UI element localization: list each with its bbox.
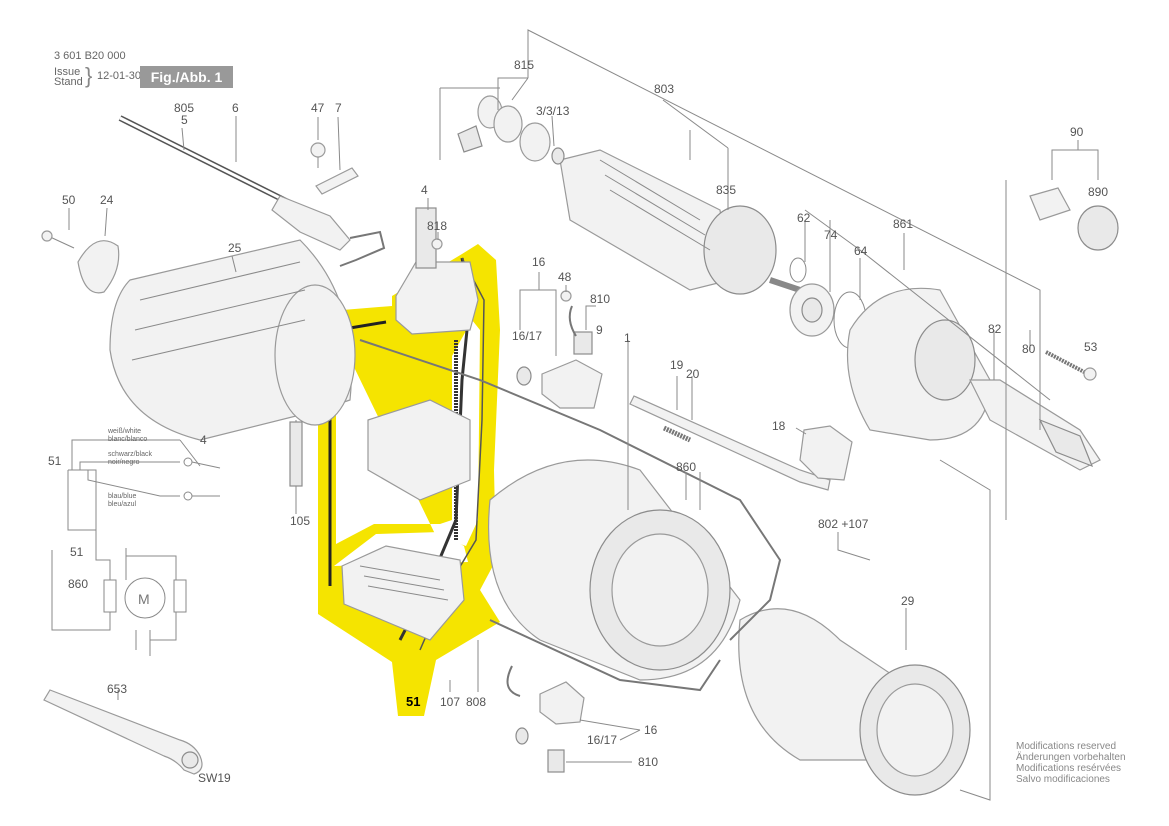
retaining-ring-62 [789, 257, 807, 283]
label-82: 82 [988, 322, 1002, 336]
label-47: 47 [311, 101, 325, 115]
label-25: 25 [228, 241, 242, 255]
wire-black-sub-label: noir/negro [108, 459, 140, 466]
screw-53 [1045, 350, 1097, 381]
brush-holder-16 [516, 359, 603, 409]
label-29: 29 [901, 594, 915, 608]
label-3-3-13: 3/3/13 [536, 104, 570, 118]
label-810-lower: 810 [638, 755, 658, 769]
label-653: 653 [107, 682, 127, 696]
main-housing-1 [487, 459, 741, 681]
label-802-107: 802 +107 [818, 517, 869, 531]
motor-housing-25 [109, 239, 356, 441]
label-4: 4 [421, 183, 428, 197]
modifications-note: Modifications reserved Änderungen vorbeh… [1016, 741, 1126, 785]
label-6: 6 [232, 101, 239, 115]
label-805: 805 [174, 101, 194, 115]
brush-holder-16-lower [506, 665, 585, 773]
label-19: 19 [670, 358, 684, 372]
issue-date: 12-01-30 [97, 70, 142, 82]
label-16-17: 16/17 [512, 329, 542, 343]
figure-badge: Fig./Abb. 1 [140, 66, 233, 88]
label-80: 80 [1022, 342, 1036, 356]
housing-frame [367, 399, 471, 501]
wire-blue-sub-label: bleu/azul [108, 501, 136, 508]
label-16-lower: 16 [644, 723, 658, 737]
label-105: 105 [290, 514, 310, 528]
label-53: 53 [1084, 340, 1098, 354]
label-16-17-lower: 16/17 [587, 733, 617, 747]
label-1: 1 [624, 331, 631, 345]
switch-4 [395, 207, 479, 335]
gear-housing-29 [738, 608, 971, 796]
label-20: 20 [686, 367, 700, 381]
label-64: 64 [854, 244, 868, 258]
label-9: 9 [596, 323, 603, 337]
label-16: 16 [532, 255, 546, 269]
screw-47 [310, 142, 326, 168]
schematic-label-4: 4 [200, 433, 207, 447]
label-860: 860 [676, 460, 696, 474]
wire-blue-label: blau/blue [108, 493, 137, 500]
lever-19 [629, 395, 831, 491]
label-861: 861 [893, 217, 913, 231]
wire-run-2 [489, 619, 721, 692]
label-107: 107 [440, 695, 460, 709]
schematic-label-860: 860 [68, 577, 88, 591]
label-810: 810 [590, 292, 610, 306]
label-24: 24 [100, 193, 114, 207]
label-48: 48 [558, 270, 572, 284]
label-18: 18 [772, 419, 786, 433]
wire-black-label: schwarz/black [108, 451, 152, 458]
carbon-brush-9 [568, 305, 593, 355]
screw-50 [41, 230, 75, 249]
spindle-82 [969, 379, 1101, 471]
spring-20 [662, 425, 692, 443]
label-808: 808 [466, 695, 486, 709]
bearing-815 [477, 95, 565, 165]
label-818: 818 [427, 219, 447, 233]
screw-48 [560, 290, 572, 302]
electronic-module-51 [341, 545, 465, 641]
label-74: 74 [824, 228, 838, 242]
schematic-label-51-bottom: 51 [70, 545, 84, 559]
label-7: 7 [335, 101, 342, 115]
wrench-653 [43, 689, 203, 775]
label-890: 890 [1088, 185, 1108, 199]
wire-run [359, 339, 782, 641]
modifications-de: Änderungen vorbehalten [1016, 752, 1126, 763]
brace: } [85, 63, 93, 88]
cable-clamp-7 [315, 167, 359, 195]
modifications-en: Modifications reserved [1016, 741, 1117, 752]
label-62: 62 [797, 211, 811, 225]
collet-890 [1029, 187, 1119, 251]
label-90: 90 [1070, 125, 1084, 139]
modifications-fr: Modifications resérvées [1016, 763, 1122, 774]
wire-white-sub-label: blanc/blanco [108, 436, 147, 443]
switch-slide-18 [799, 425, 853, 481]
cable-guard-24 [77, 240, 120, 294]
wire-white-label: weiß/white [107, 428, 141, 435]
bearing-flange-861 [846, 287, 991, 441]
label-815: 815 [514, 58, 534, 72]
issue-label: Issue [54, 66, 81, 78]
brush-spring-small [457, 125, 483, 153]
label-sw19: SW19 [198, 771, 231, 785]
label-803: 803 [654, 82, 674, 96]
label-5: 5 [181, 113, 188, 127]
bearing-74 [789, 283, 835, 337]
armature-835 [559, 149, 801, 295]
motor-symbol: M [138, 591, 150, 607]
schematic-label-51-top: 51 [48, 454, 62, 468]
label-51-highlight: 51 [406, 694, 420, 709]
label-835: 835 [716, 183, 736, 197]
modifications-es: Salvo modificaciones [1016, 774, 1110, 785]
doc-number: 3 601 B20 000 [54, 50, 126, 62]
leader-lines [68, 29, 1099, 801]
stand-label: Stand [54, 76, 83, 88]
label-50: 50 [62, 193, 76, 207]
wiring-schematic [51, 439, 221, 656]
power-cable-6 [118, 115, 386, 267]
